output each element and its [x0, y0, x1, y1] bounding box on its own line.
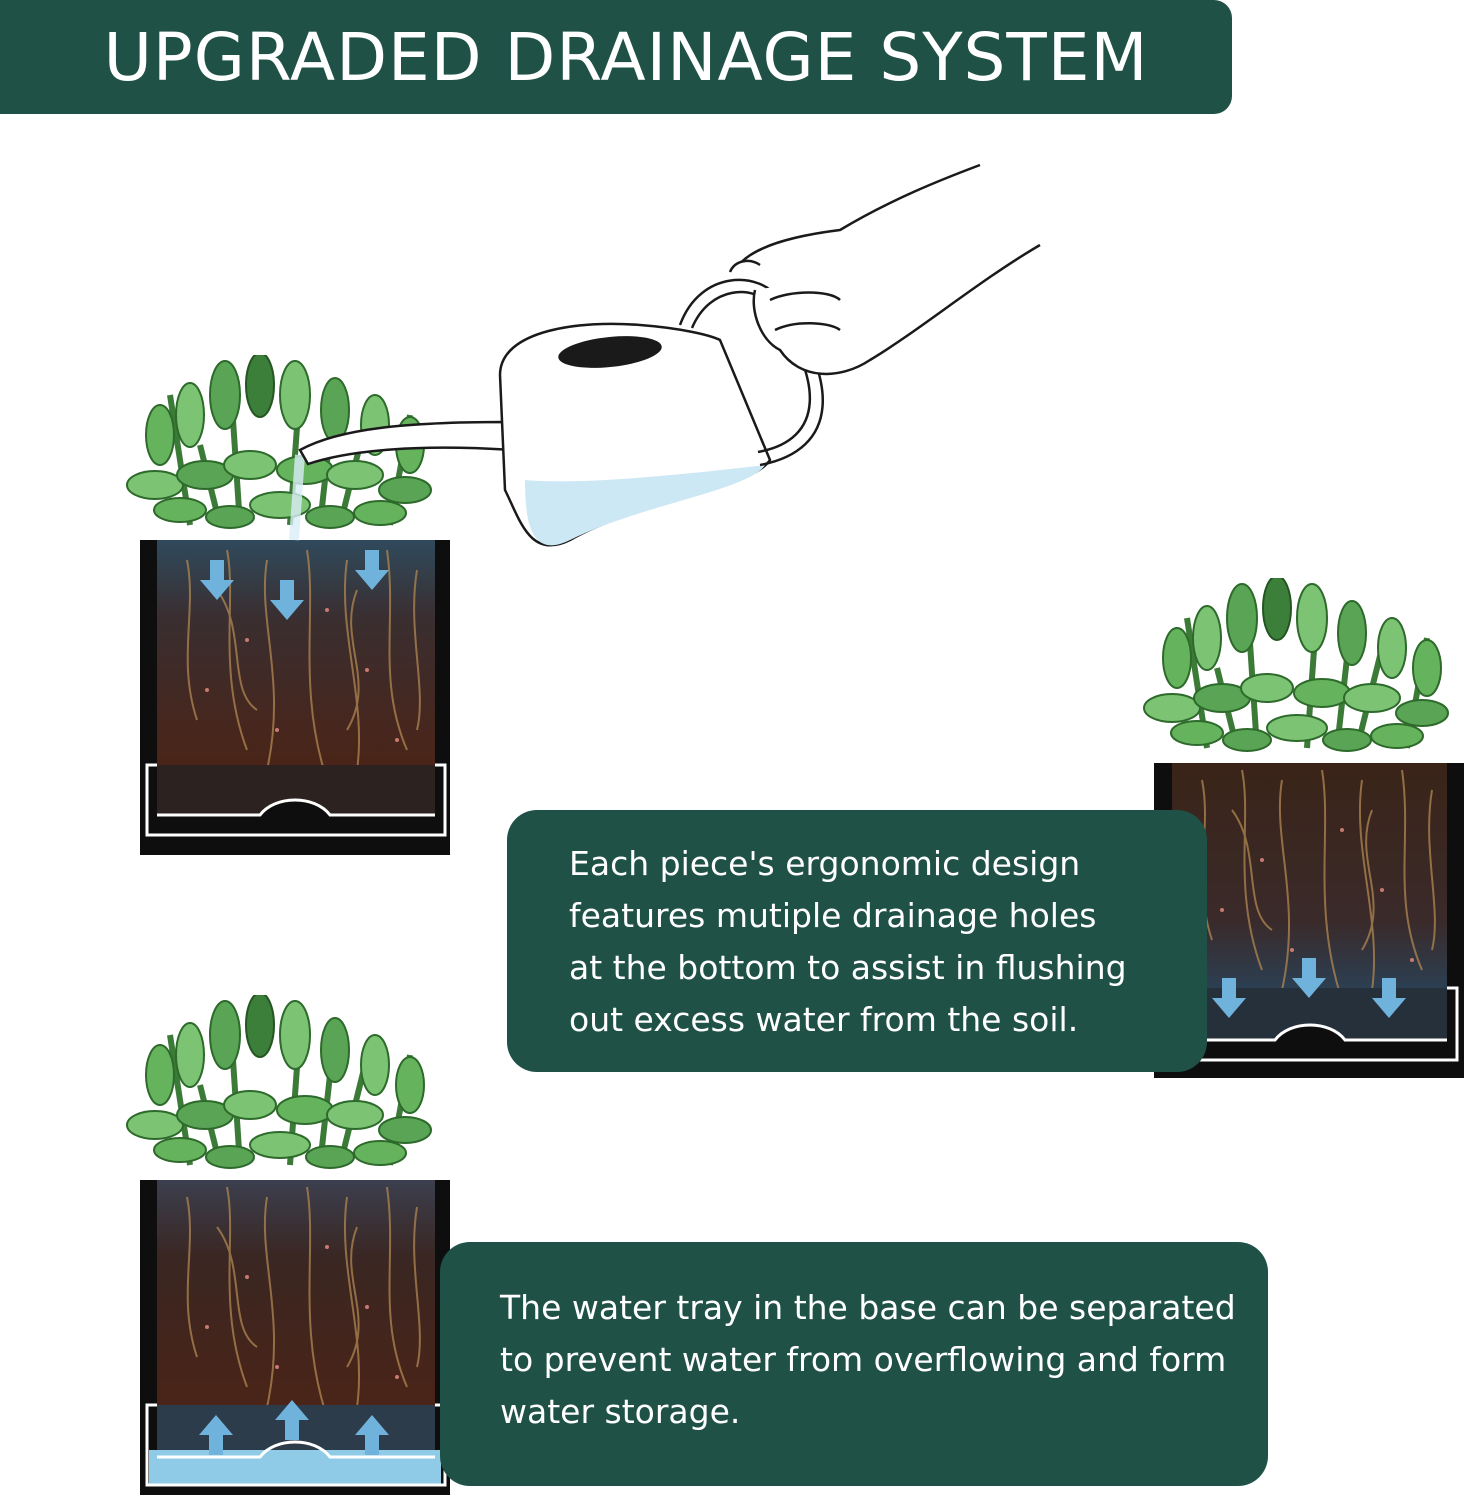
- panel-line: Each piece's ergonomic design: [569, 844, 1081, 883]
- panel-line: features mutiple drainage holes: [569, 896, 1097, 935]
- info-panel-water-tray: The water tray in the base can be separa…: [440, 1242, 1268, 1486]
- page-title: UPGRADED DRAINAGE SYSTEM: [103, 18, 1149, 96]
- watering-can-icon: [289, 163, 1041, 547]
- plant-pot-icon: [1142, 578, 1464, 1078]
- info-panel-drainage-holes: Each piece's ergonomic design features m…: [507, 810, 1207, 1072]
- plant-pot-icon: [125, 995, 450, 1495]
- panel-line: at the bottom to assist in flushing: [569, 948, 1127, 987]
- panel-line: The water tray in the base can be separa…: [500, 1288, 1236, 1327]
- plant-pot-icon: [125, 355, 450, 855]
- panel-line: out excess water from the soil.: [569, 1000, 1079, 1039]
- water-arrow-icon: [200, 550, 389, 620]
- panel-line: water storage.: [500, 1392, 741, 1431]
- water-arrow-icon: [1212, 958, 1406, 1018]
- water-arrow-icon: [199, 1400, 389, 1455]
- panel-line: to prevent water from overflowing and fo…: [500, 1340, 1227, 1379]
- title-banner: UPGRADED DRAINAGE SYSTEM: [0, 0, 1232, 114]
- hand-icon: [728, 163, 1041, 376]
